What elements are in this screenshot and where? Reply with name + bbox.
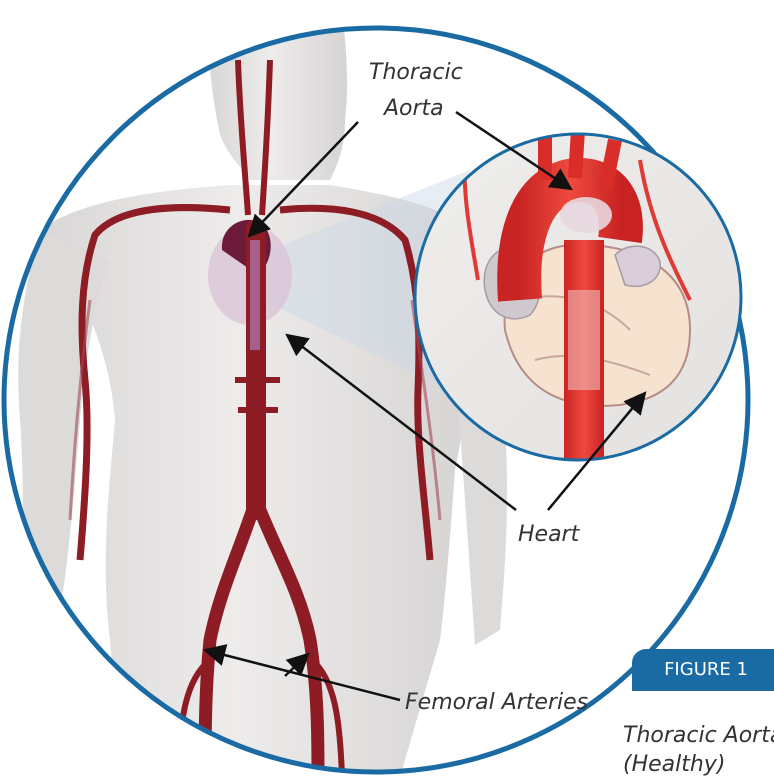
label-thoracic: Thoracic xyxy=(369,60,463,86)
label-aorta: Aorta xyxy=(384,96,444,122)
label-heart: Heart xyxy=(518,522,579,548)
label-femoral-arteries: Femoral Arteries xyxy=(405,690,588,716)
figure-caption-subtitle: (Healthy) xyxy=(623,752,725,778)
figure-caption-title: Thoracic Aorta xyxy=(623,723,774,749)
figure-tag: FIGURE 1 xyxy=(632,649,774,691)
